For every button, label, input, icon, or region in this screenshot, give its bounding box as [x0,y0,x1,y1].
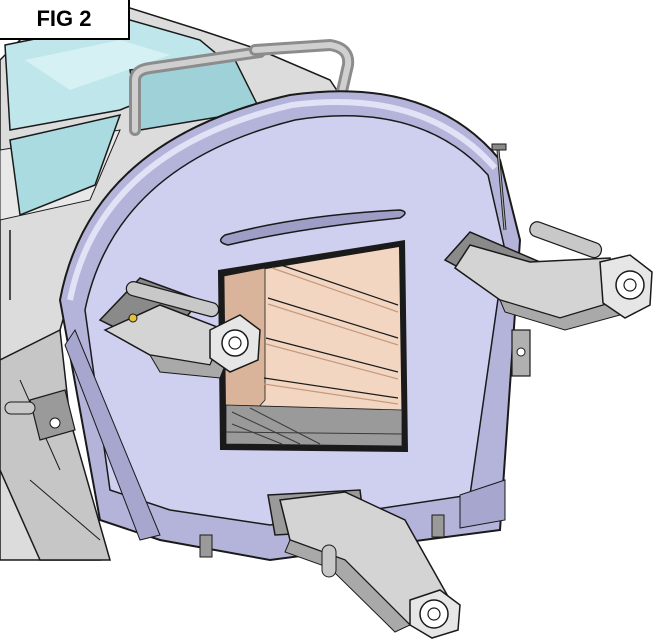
bottom-knob [409,589,461,639]
grate-bar [231,411,301,445]
chamber-rail [271,261,399,306]
chamber-floor [225,404,403,447]
bottom-arm [267,489,461,639]
chamber-rail [267,303,399,346]
chamber-interior [224,247,402,446]
glass-panel [9,113,122,217]
chamber-rail [263,383,399,405]
glass-highlight [25,40,170,90]
side-latch-screw [516,347,526,357]
antenna-cap [491,143,507,151]
left-arm [98,277,261,379]
left-knob-ring [221,329,249,357]
top-handles [129,38,355,136]
bottom-arm-rod [321,544,337,578]
right-knob [599,254,653,319]
bottom-knob-ring [419,599,449,629]
floor-grate [225,407,403,445]
housing-lower [0,328,111,561]
chamber-rail [265,337,399,373]
right-knob-center [623,278,637,292]
top-handle-right-highlight [252,41,352,103]
glass-windows [4,19,262,217]
housing-seam [29,479,101,541]
left-fitting [4,389,76,441]
left-fitting-screw [49,417,61,429]
bottom-arm-shade [284,539,411,633]
left-knob [209,314,261,373]
chamber-rails [263,261,399,405]
foot [431,514,445,538]
chamber-rail [271,267,399,313]
left-fitting-stem [4,401,36,415]
front-plate-arch [67,99,498,301]
bottom-knob-center [427,607,441,621]
feet [199,514,445,558]
vent-slot [219,209,406,246]
grate-bar [225,431,403,435]
chamber-rail [267,297,399,339]
status-led [128,313,138,323]
left-fitting-body [29,389,76,441]
antenna-rod-highlight [497,149,506,231]
right-knob-ring [615,270,645,300]
top-handle-left-highlight [132,49,263,133]
figure-label: FIG 2 [0,0,130,40]
grate-bar [231,423,283,445]
chamber-rail [265,343,399,380]
front-plate-bevel [64,328,161,541]
foot [199,534,213,558]
right-arm [443,221,653,331]
left-arm-rod [125,281,220,318]
right-arm-rod [529,221,603,259]
front-plate-bevel [459,479,506,529]
grate-bar [249,407,321,445]
side-latch [511,329,531,377]
left-knob-center [228,336,242,350]
antenna [491,143,507,231]
chamber-rail [263,377,399,399]
